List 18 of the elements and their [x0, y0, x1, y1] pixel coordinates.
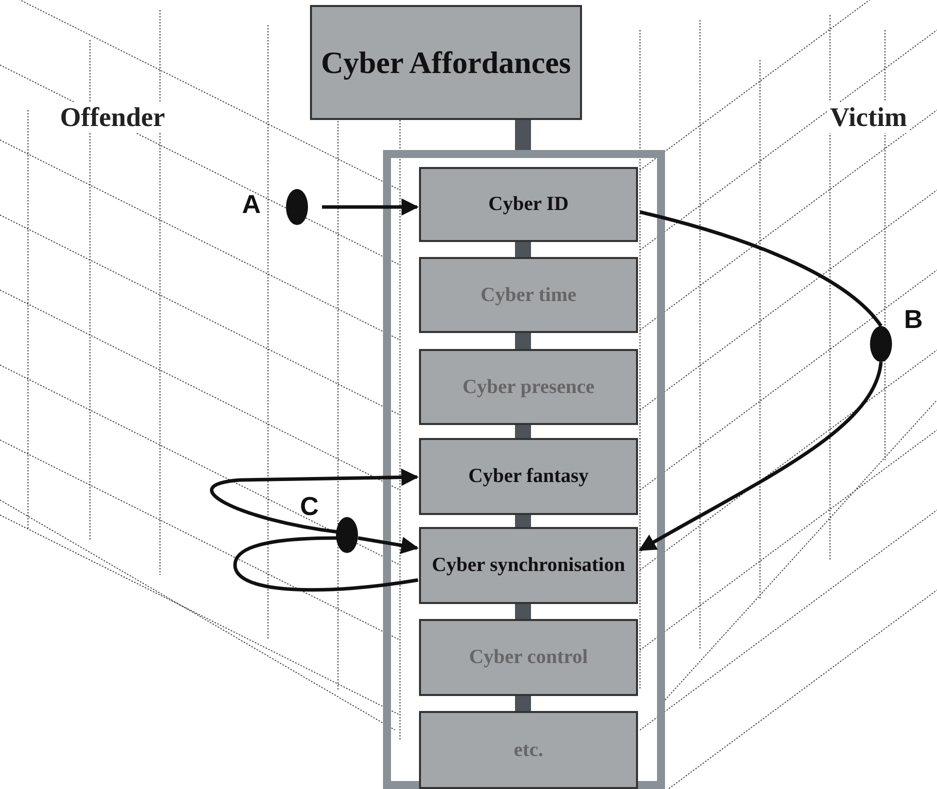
side-label: Offender	[58, 102, 167, 133]
affordance-box: Cyber ID	[419, 167, 638, 242]
arrow	[638, 362, 883, 552]
arrow	[210, 468, 419, 534]
affordance-box: Cyber presence	[419, 349, 638, 425]
node-letter: B	[904, 304, 923, 335]
affordance-box: Cyber fantasy	[419, 438, 638, 515]
arrow	[358, 536, 419, 554]
affordance-box: Cyber synchronisation	[419, 527, 638, 604]
container-frame	[383, 150, 665, 789]
affordance-box: Cyber control	[419, 619, 638, 696]
affordance-box: Cyber time	[419, 257, 638, 333]
node-letter: C	[300, 491, 319, 522]
affordance-box: etc.	[419, 711, 638, 789]
side-label: Victim	[828, 102, 909, 133]
node-letter: A	[242, 189, 261, 220]
arrow	[322, 198, 419, 216]
heading-box: Cyber Affordances	[310, 5, 582, 120]
